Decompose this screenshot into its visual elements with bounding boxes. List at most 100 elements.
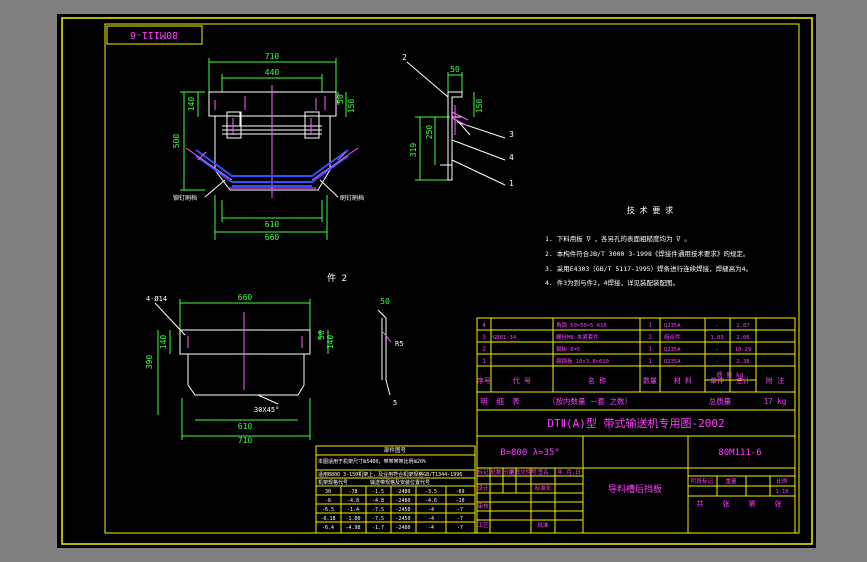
part2-view (154, 299, 392, 440)
rev-cell: -7.5 (372, 516, 384, 522)
rev-title: 部件图号 (384, 446, 407, 454)
rev-cell: -4.8 (347, 498, 359, 504)
rev-cell: -6.5 (322, 507, 334, 513)
bom-cell-code: GB81·34 (493, 335, 517, 341)
rev-cell: -4.6 (425, 498, 437, 504)
bom-cell-material: 组合件 (664, 333, 681, 341)
dim-front-bottom-inner: 610 (265, 220, 280, 229)
dim-front-bottom-outer: 660 (265, 233, 280, 242)
dim-part-holes: 4-Ø14 (146, 295, 167, 303)
rev-cell: -1.7 (372, 525, 384, 531)
revision-table-frame (315, 445, 476, 534)
rev-cell: -4.98 (345, 525, 360, 531)
title-block-label: 更改文件号 (509, 468, 537, 476)
drawing-number-box (106, 25, 203, 45)
dim-front-top-outer: 710 (265, 52, 280, 61)
bom-cell-qty: 1 (648, 322, 652, 329)
bom-header-cell: 名 称 (588, 376, 606, 385)
bom-detail-cell: 表 (512, 396, 520, 406)
bom-header-cell: 序号 (477, 376, 491, 385)
note-right: 刷钉刷档 (340, 194, 364, 202)
rev-cell: -2450 (395, 507, 410, 513)
rev-line-1: 本图适用于机架尺寸Ⅲ5400，帯帯帯帯比例Ⅲ20% (318, 458, 426, 465)
rev-cell: -10 (455, 498, 464, 504)
dim-front-height: 500 (172, 134, 181, 149)
callout-2: 2 (402, 53, 407, 62)
bom-cell-total: 2.87 (736, 323, 749, 329)
note-left: 铆钉刷档 (173, 194, 197, 202)
rev-cell: -4 (428, 525, 434, 531)
bom-cell-total: 10.29 (735, 347, 752, 353)
title-block-label: 批准 (537, 521, 549, 529)
bom-detail-cell: 细 (496, 396, 504, 406)
callout-1: 1 (509, 179, 514, 188)
total-weight-value: 17 kg (764, 397, 787, 406)
rev-cell: -69 (455, 489, 464, 495)
title-weight-label: 重量 (725, 477, 737, 485)
callout-3: 3 (509, 130, 514, 139)
bom-cell-unit: - (715, 359, 718, 365)
rev-cell: -3.5 (425, 489, 437, 495)
rev-cell: -2480 (395, 489, 410, 495)
bom-header: 序号代 号名 称数量材 料单件总计附 注 (477, 376, 784, 385)
total-weight-label: 总质量 (709, 396, 732, 406)
outer-frame (61, 17, 813, 545)
sheet-label: 第 (749, 499, 756, 508)
title-block-label: 标记 (477, 468, 489, 476)
title-block-label: 工艺 (477, 522, 489, 529)
rev-cell: -2450 (395, 516, 410, 522)
bom-header-cell: 代 号 (513, 376, 531, 385)
rev-line-3: 机架规格代号 (318, 479, 348, 486)
rev-cell: -7 (457, 525, 463, 531)
rev-line-2: 适用B800 3-150机架上，及业用符合机架规格GB/T1344-1996 (318, 471, 462, 478)
rev-cell: -2480 (395, 498, 410, 504)
bom-cell-total: 2.38 (736, 359, 749, 365)
title-block-label: 签名 (537, 468, 548, 476)
dim-front-right-a: 50 (336, 94, 345, 104)
bom-cell-unit: 1.03 (710, 335, 723, 341)
title-block-labels: 标记处数分区更改文件号签名年.月.日设计标准化审核工艺批准 (477, 468, 580, 529)
title-block-label: 设计 (477, 484, 489, 492)
dim-part-right-b: 140 (326, 335, 335, 350)
title-block-label: 审核 (477, 502, 489, 510)
bom-cell-name: 螺栓M8 夹紧套件 (556, 333, 599, 341)
side-view (406, 61, 506, 186)
tech-req-2: 2. 本构件符合JB/T 3000 3-1998《焊接件通用技术要求》的规定。 (545, 249, 749, 258)
dim-part-bottom-inner: 610 (238, 422, 253, 431)
bom-cell-material: Q235A (664, 347, 681, 353)
bom-cell-qty: 1 (648, 346, 652, 353)
bom-detail-cell: 明 (480, 397, 488, 406)
title-block-frame (476, 409, 796, 534)
dim-front-left-small: 140 (187, 97, 196, 112)
bom-cell-unit: - (715, 323, 718, 329)
title-block-label: 分区 (503, 468, 515, 476)
revision-rows: 30-78-1.5-2480-3.5-69-6-4.8-4.8-2480-4.6… (320, 489, 464, 531)
dim-side-top: 50 (450, 65, 460, 74)
dim-part-bottom-outer: 710 (238, 436, 253, 445)
rev-cell: -4 (428, 516, 434, 522)
bom-header-cell: 总计 (736, 376, 750, 385)
bom-cell-qty: 1 (648, 358, 652, 365)
rev-cell: -6.18 (320, 516, 335, 522)
tech-req-4: 4. 件3为到与件2，4焊接，详见装配装配图。 (545, 278, 679, 287)
sheet-label: 共 (697, 499, 704, 508)
bom-header-cell: 数量 (643, 376, 657, 385)
title-stage-label: 阶段标记 (691, 477, 714, 485)
rev-cell: -1.00 (345, 516, 360, 522)
bom-detail-row: 明细表（按内数量 一套 之数） (480, 396, 632, 406)
dim-front-top-inner: 440 (265, 68, 280, 77)
title-part-name: 导料槽后挡板 (608, 483, 662, 495)
part-label: 件 2 (327, 272, 347, 284)
dim-side-h2: 319 (409, 143, 418, 158)
title-scale-label: 比例 (776, 477, 788, 485)
title-spec: B=800 λ=35° (500, 448, 560, 458)
bom-cell-name: 扁钢板 10×3.8×610 (556, 357, 609, 365)
dim-side-h1: 250 (425, 125, 434, 140)
rev-cell: -4.8 (372, 498, 384, 504)
bom-header-sub: 质 量 kg (717, 371, 744, 379)
dim-part-side-t: 5 (393, 399, 397, 407)
bom-cell-no: 4 (482, 322, 486, 329)
title-scale-value: 1:10 (775, 489, 788, 495)
